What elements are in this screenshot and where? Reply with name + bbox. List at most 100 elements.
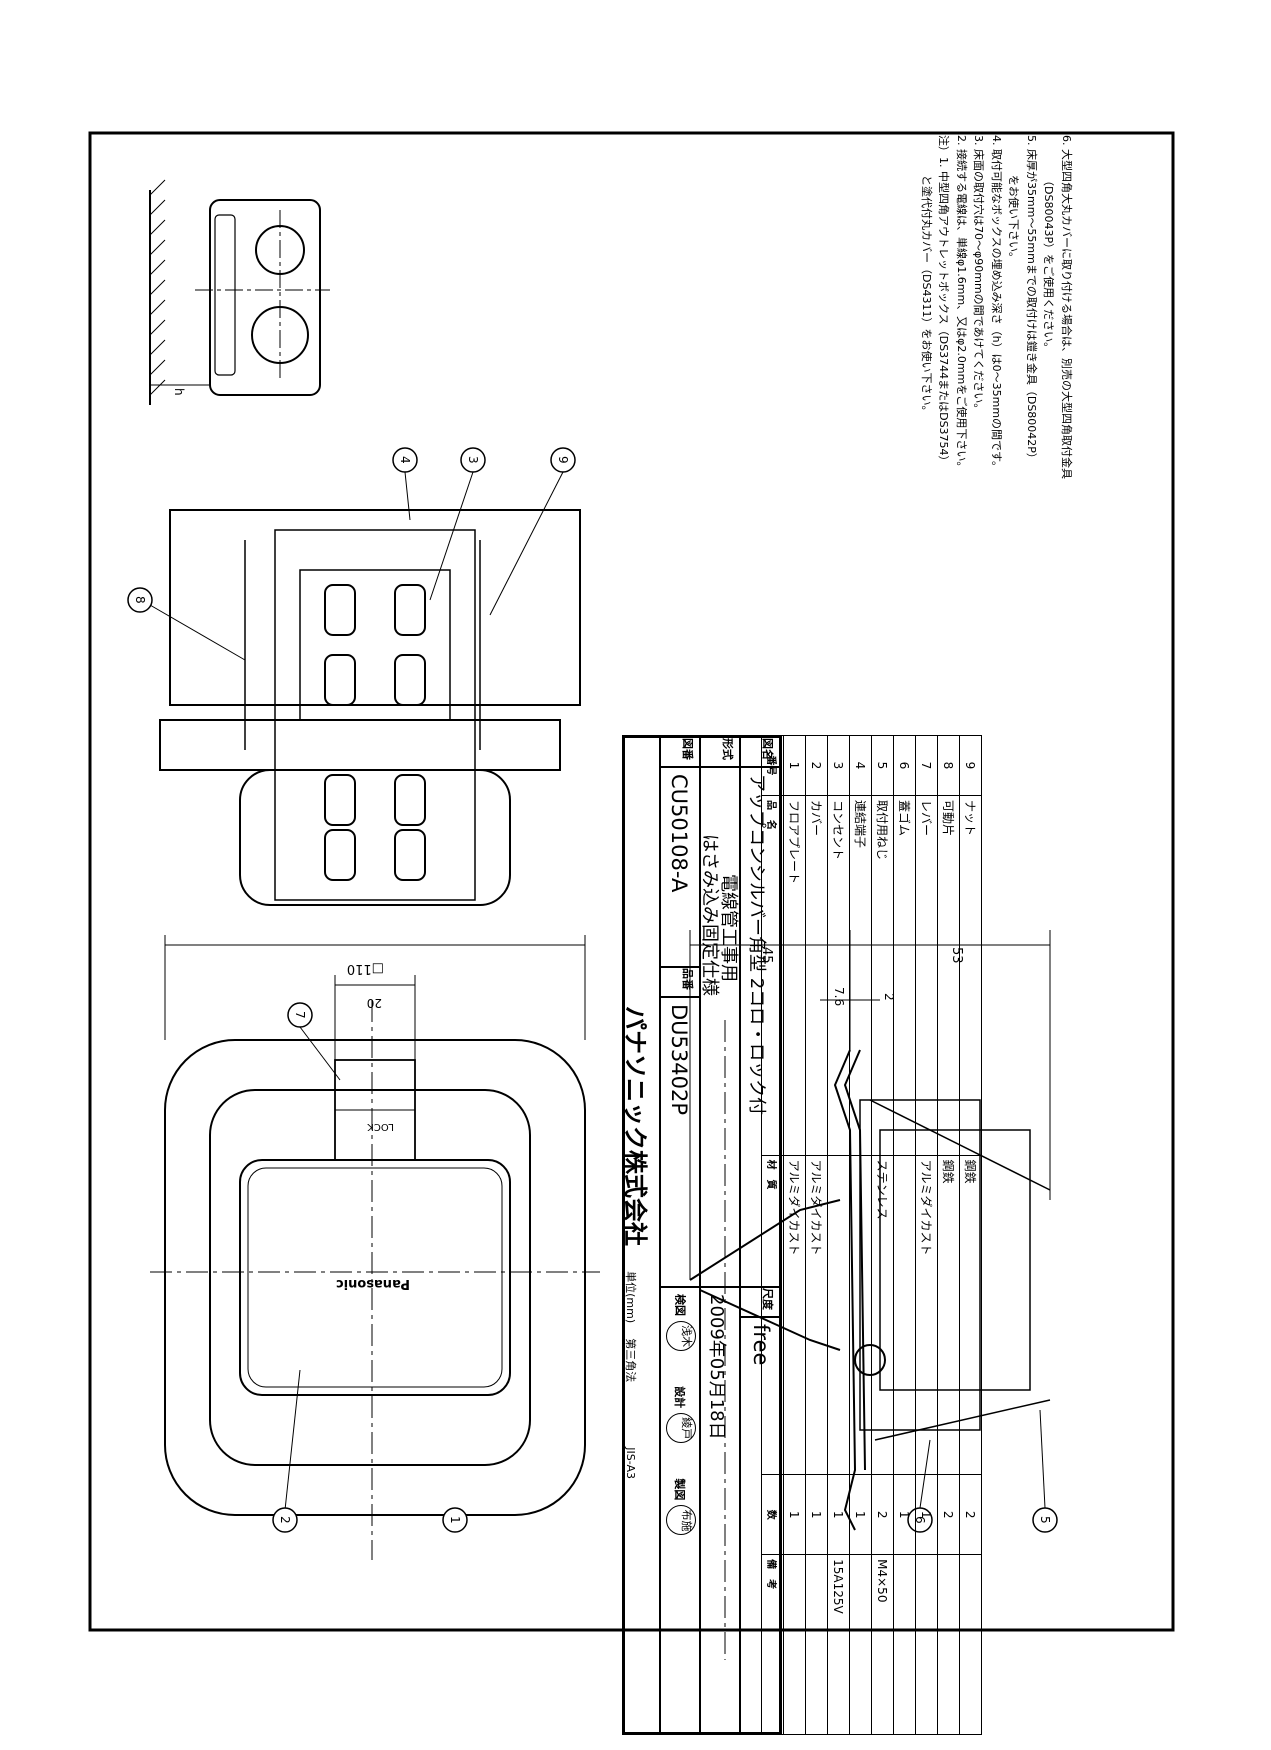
part-no: 1 [783, 735, 806, 796]
scale-value: free [749, 1324, 773, 1366]
part-qty: 1 [915, 1474, 938, 1555]
callout-1: 1 [442, 1507, 468, 1533]
table-row: 6 蓋ゴム 1 [893, 735, 916, 1735]
part-no: 8 [937, 735, 960, 796]
date-cell: 2009年05月18日 [700, 1287, 740, 1733]
model-line-1: 電線管工事用 [718, 874, 739, 982]
part-material [827, 1155, 850, 1475]
drawing-no-label-cell: 図番 [660, 737, 700, 767]
svg-text:3: 3 [466, 456, 480, 464]
drawing-no-label: 図番 [681, 738, 694, 760]
part-material [893, 1155, 916, 1475]
svg-text:8: 8 [133, 596, 147, 604]
part-qty: 2 [959, 1474, 982, 1555]
approval-cell: 検図 浅木 設計 綾戸 製図 布施 [660, 1287, 700, 1733]
company-name: パナソニック株式会社 [624, 1006, 649, 1246]
part-material [849, 1155, 872, 1475]
part-material: ステンレス [871, 1155, 894, 1475]
part-no: 4 [849, 735, 872, 796]
dim-depth-floor: 53 [949, 947, 964, 964]
title-block: 図名 アップコンシルバー角型 2コロ・ロック付 尺度 free 形式 電線管工事… [622, 735, 782, 1735]
part-name: 取付用ねじ [871, 795, 894, 1156]
part-material: アルミダイカスト [805, 1155, 828, 1475]
svg-text:4: 4 [398, 456, 412, 464]
callout-9: 9 [550, 447, 576, 473]
svg-text:2: 2 [278, 1516, 292, 1524]
svg-text:1: 1 [448, 1516, 462, 1524]
callout-4: 4 [392, 447, 418, 473]
part-remark: M4×50 [871, 1554, 894, 1735]
stamp-draft: 布施 [666, 1505, 696, 1536]
callout-7: 7 [287, 1002, 313, 1028]
part-qty: 1 [893, 1474, 916, 1555]
callouts: 1 2 3 4 5 6 7 8 9 [127, 447, 1058, 1533]
name-label-cell: 図名 [740, 737, 780, 767]
model-label: 形式 [721, 738, 734, 760]
part-no: 2 [805, 735, 828, 796]
table-row: 5 取付用ねじ ステンレス 2 M4×50 [871, 735, 894, 1735]
dim-depth-h: h [172, 388, 186, 396]
table-row: 4 連結端子 1 [849, 735, 872, 1735]
drawing-name: アップコンシルバー角型 2コロ・ロック付 [746, 774, 767, 1116]
drawing-no: CU50108-A [667, 774, 691, 893]
lock-label: LOCK [367, 1121, 394, 1132]
part-no: 7 [915, 735, 938, 796]
unit-label: 単位(mm) [624, 1271, 637, 1324]
scale-label: 尺度 [761, 1288, 774, 1310]
drawing-name-cell: アップコンシルバー角型 2コロ・ロック付 [740, 767, 780, 1287]
model-label-cell: 形式 [700, 737, 740, 767]
dim-depth-total: 45 [759, 947, 774, 964]
table-row: 7 レバー アルミダイカスト 1 [915, 735, 938, 1735]
svg-text:5: 5 [1038, 1516, 1052, 1524]
part-remark [915, 1554, 938, 1735]
part-name: 蓋ゴム [893, 795, 916, 1156]
part-no: 9 [959, 735, 982, 796]
part-name: ナット [959, 795, 982, 1156]
part-name: コンセント [827, 795, 850, 1156]
part-remark [959, 1554, 982, 1735]
table-row: 3 コンセント 1 15A125V [827, 735, 850, 1735]
sheet-border [88, 131, 1175, 1632]
dim-lever-width: 20 [367, 996, 382, 1010]
note-line: 6. 大型四角大丸カバーに取り付ける場合は、別売の大型四角取付金具 [1060, 135, 1073, 479]
parts-table: 9 ナット 鋼鉄 2 8 可動片 鋼鉄 2 7 レバー アルミダイカスト 1 [761, 735, 982, 1735]
dim-gap: 2 [882, 993, 896, 1001]
cover-brand: Panasonic [336, 1276, 410, 1291]
part-qty: 2 [937, 1474, 960, 1555]
part-no: 3 [827, 735, 850, 796]
part-qty: 1 [849, 1474, 872, 1555]
dim-lever-height: 7.6 [832, 987, 846, 1006]
section-view [689, 930, 1051, 1660]
part-no: 5 [871, 735, 894, 796]
name-label: 図名 [761, 738, 774, 760]
part-name: レバー [915, 795, 938, 1156]
approve-label-draft: 製図 [673, 1478, 687, 1501]
table-row: 9 ナット 鋼鉄 2 [959, 735, 982, 1735]
part-qty: 2 [871, 1474, 894, 1555]
approve-label-design: 設計 [673, 1386, 687, 1409]
part-remark [805, 1554, 828, 1735]
part-name: カバー [805, 795, 828, 1156]
projection-label: 第三角法 [624, 1338, 637, 1383]
part-qty: 1 [827, 1474, 850, 1555]
approve-label-check: 検図 [673, 1294, 687, 1316]
callout-5: 5 [1032, 1507, 1058, 1533]
top-view [150, 935, 600, 1560]
part-remark: 15A125V [827, 1554, 850, 1735]
stamp-design: 綾戸 [666, 1413, 696, 1444]
product-no-label: 品番 [681, 968, 694, 990]
part-remark [783, 1554, 806, 1735]
drawing-date: 2009年05月18日 [706, 1294, 727, 1440]
drawing-no-cell: CU50108-A [660, 767, 700, 967]
part-material: アルミダイカスト [915, 1155, 938, 1475]
product-no: DU53402P [667, 1004, 691, 1116]
part-material: 鋼鉄 [959, 1155, 982, 1475]
table-row: 1 フロアプレート アルミダイカスト 1 [783, 735, 806, 1735]
note-line: （DS80043P）をご使用ください。 [1042, 175, 1056, 354]
stamp-check: 浅木 [666, 1321, 696, 1352]
receptacle-view [159, 509, 581, 906]
dim-plate-width: □110 [347, 961, 384, 976]
company-cell: パナソニック株式会社 単位(mm) 第三角法 JIS-A3 [624, 737, 660, 1733]
table-row: 2 カバー アルミダイカスト 1 [805, 735, 828, 1735]
